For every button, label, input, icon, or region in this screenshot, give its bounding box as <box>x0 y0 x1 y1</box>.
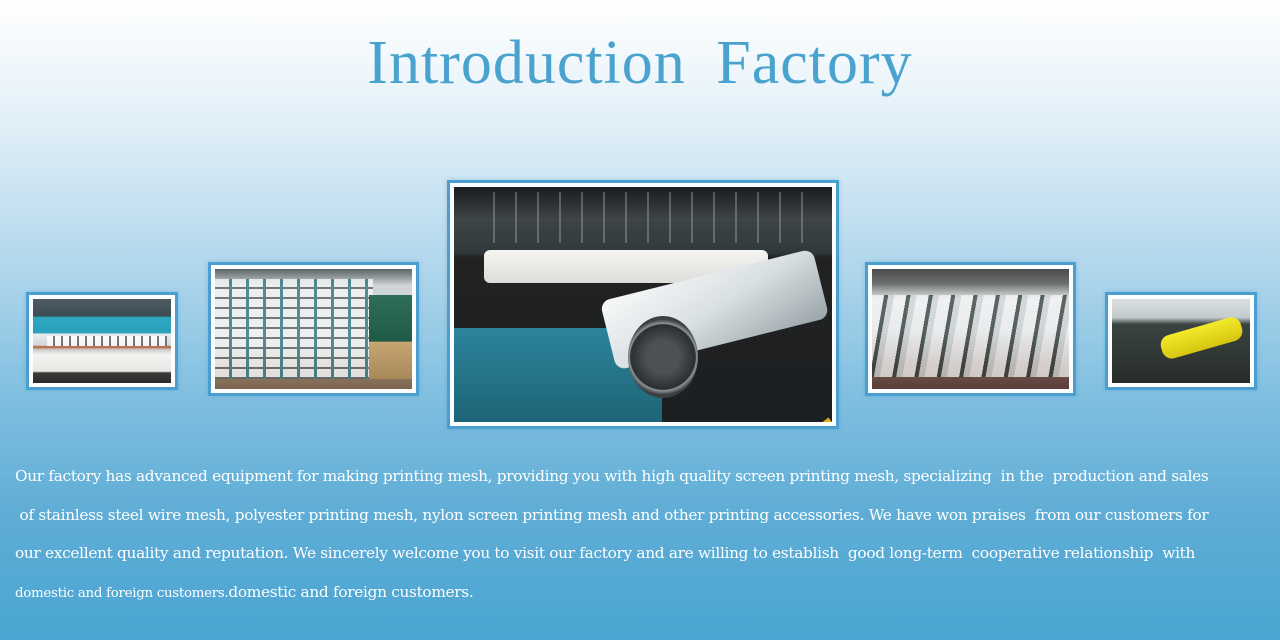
yellow-mesh-photo <box>1112 299 1250 383</box>
weaving-hall-photo <box>872 269 1069 389</box>
gallery-thumb-2[interactable] <box>208 262 419 396</box>
description-line-4: domestic and foreign customers.domestic … <box>15 573 1270 614</box>
gallery-thumb-1[interactable] <box>26 292 178 390</box>
page-title: Introduction Factory <box>367 29 913 97</box>
ceiling-lights <box>472 191 814 244</box>
loom-roll-photo <box>454 187 832 422</box>
description-line-1: Our factory has advanced equipment for m… <box>15 467 1209 485</box>
description-line-4-large: domestic and foreign customers. <box>228 583 474 602</box>
gallery-thumb-4[interactable] <box>865 262 1076 396</box>
slitting-machine-photo <box>33 299 171 383</box>
gallery-thumb-5[interactable] <box>1105 292 1257 390</box>
creel-rack-photo <box>215 269 412 389</box>
description-line-3: our excellent quality and reputation. We… <box>15 544 1196 563</box>
roll-wheel <box>627 316 698 399</box>
description-line-4-small: domestic and foreign customers. <box>15 586 229 602</box>
gallery-main-image[interactable] <box>447 180 839 429</box>
factory-description: Our factory has advanced equipment for m… <box>15 457 1270 614</box>
description-line-2: of stainless steel wire mesh, polyester … <box>15 505 1209 524</box>
yellow-rail <box>738 417 832 422</box>
